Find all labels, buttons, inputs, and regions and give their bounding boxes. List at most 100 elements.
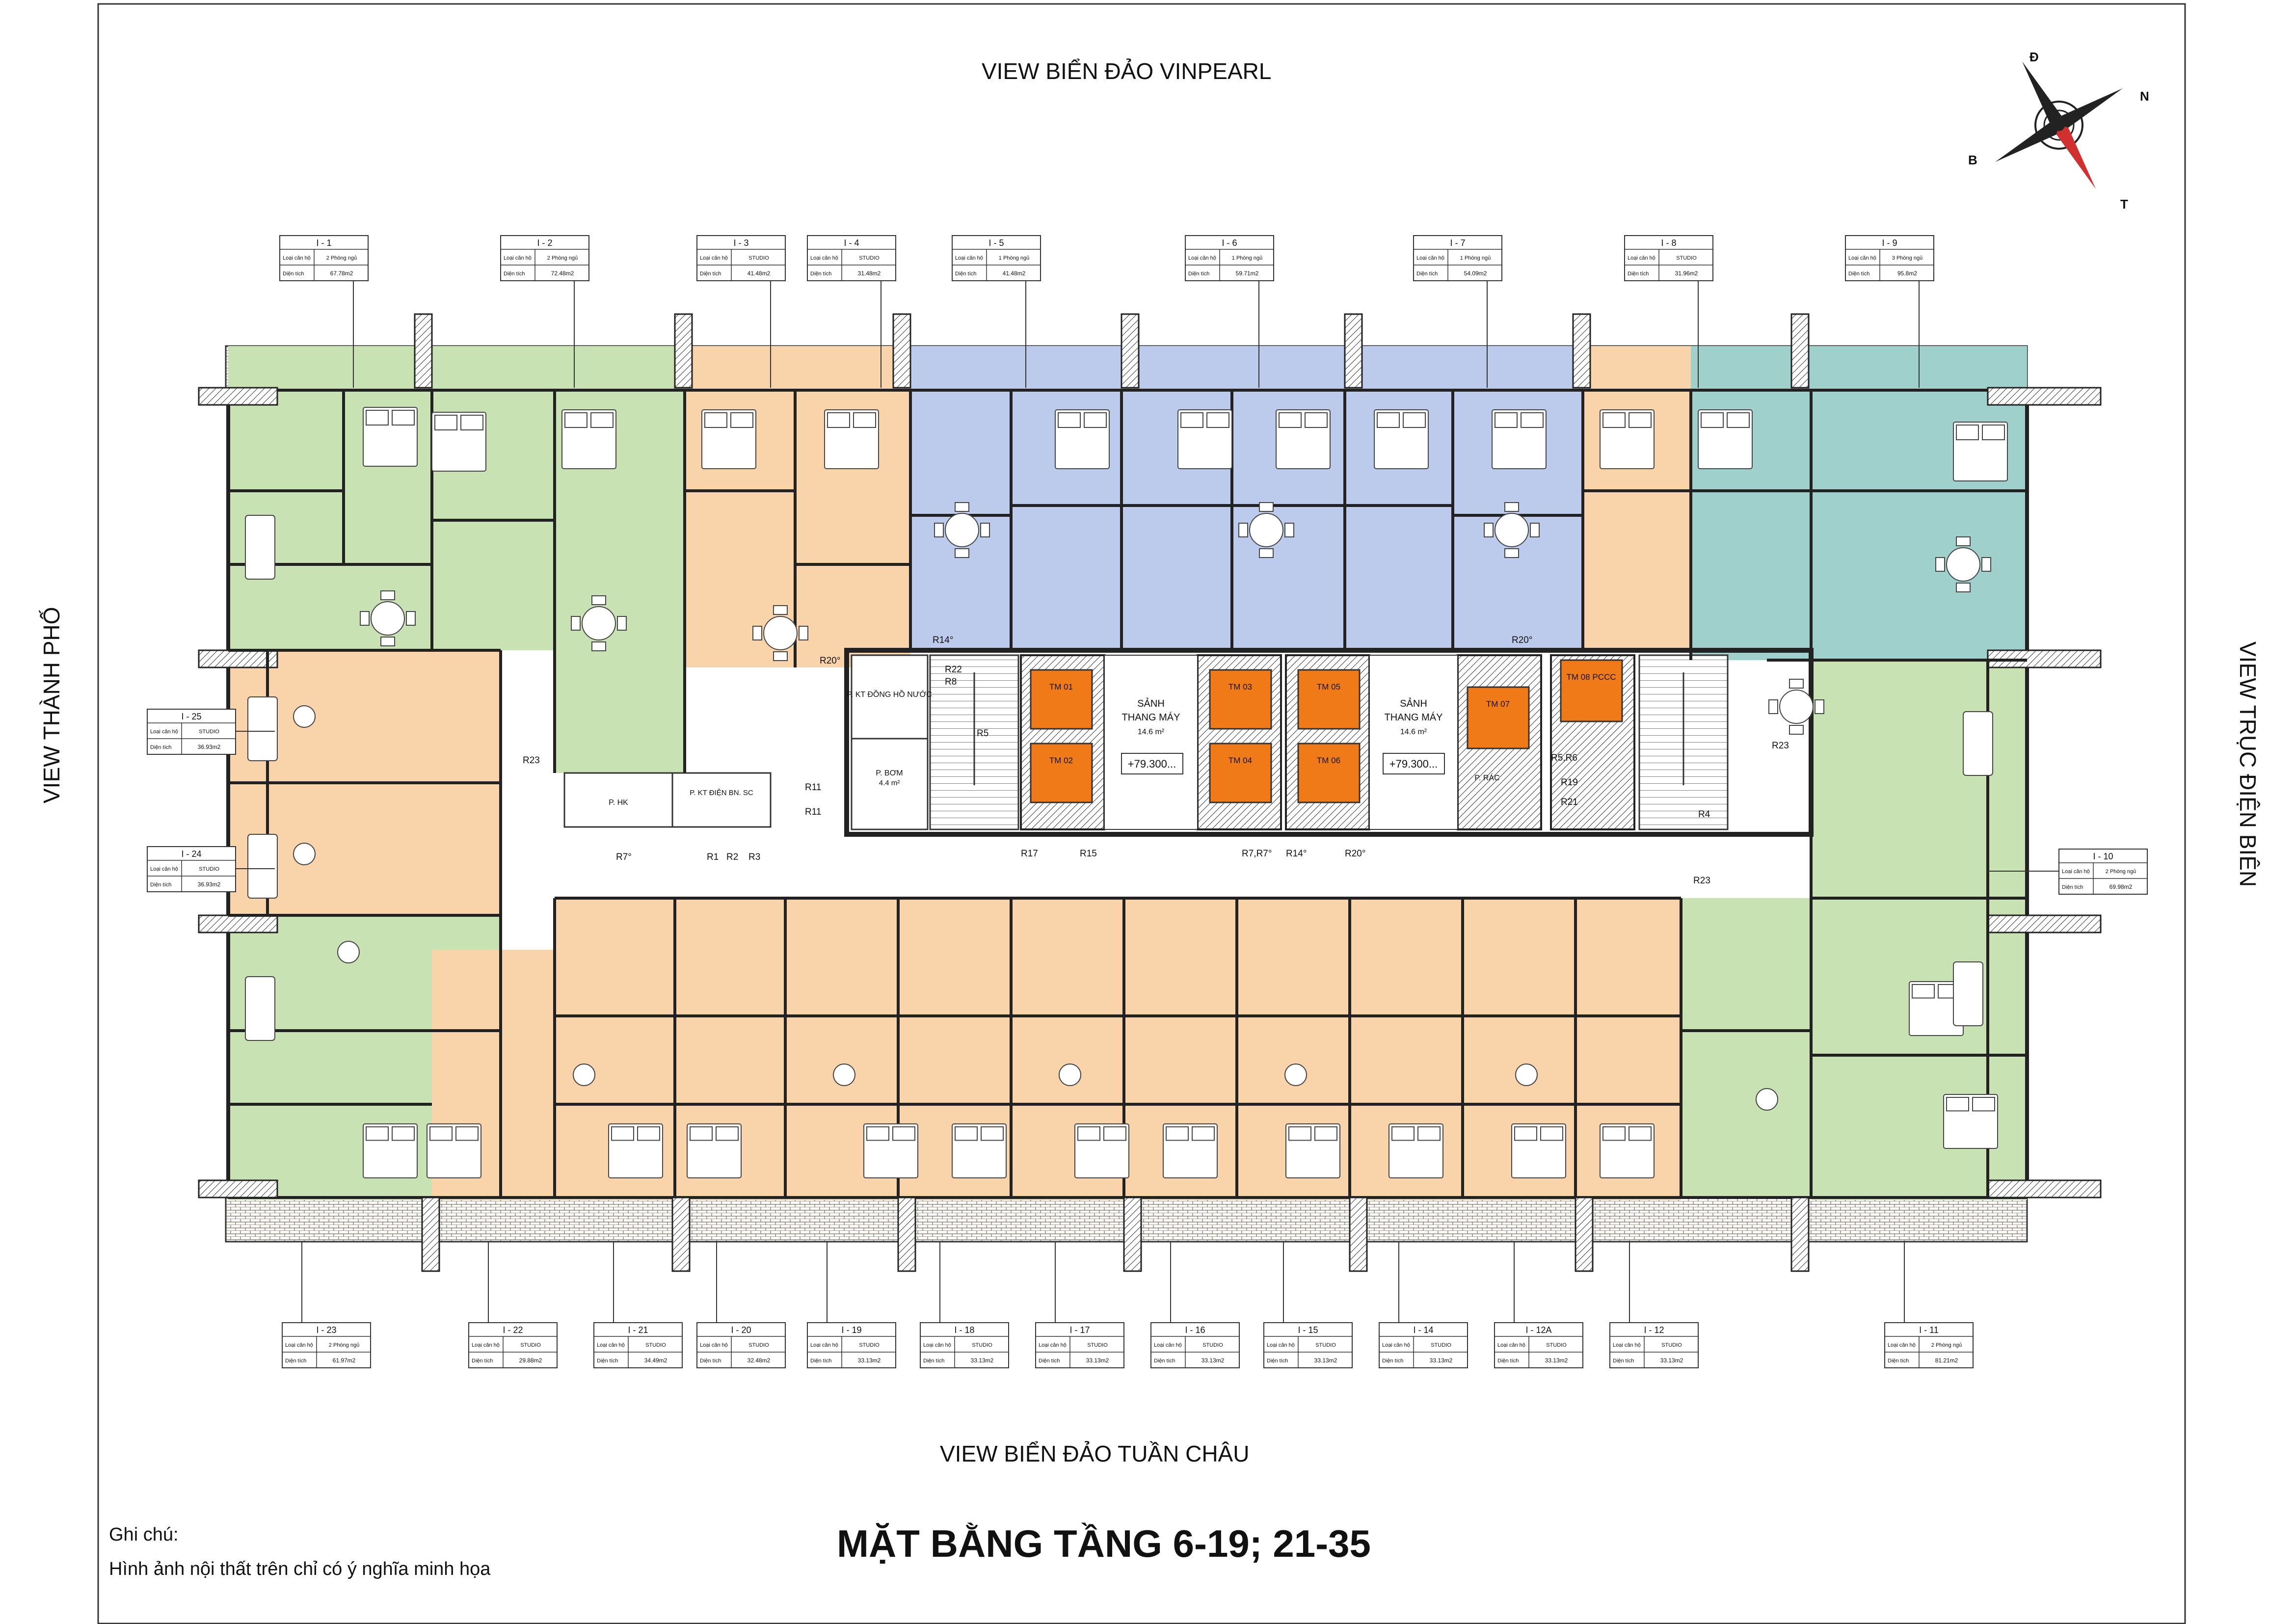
info-box-area-label: Diện tích: [285, 1358, 306, 1364]
info-box-type: 2 Phòng ngủ: [547, 255, 578, 261]
info-box-area: 61.97m2: [333, 1357, 356, 1364]
lobby-right-name1: SẢNH: [1400, 698, 1427, 709]
pktdien-label: P. KT ĐIỆN BN. SC: [690, 789, 753, 797]
compass-letter-2: N: [2140, 89, 2149, 104]
info-box-code: I - 23: [316, 1325, 336, 1335]
elevator-tm06: [1297, 743, 1361, 803]
info-box-area-label: Diện tích: [1188, 271, 1209, 277]
info-box-area: 95.8m2: [1897, 270, 1917, 277]
info-box-type: STUDIO: [645, 1342, 666, 1348]
tm07-label: TM 07: [1486, 699, 1510, 709]
info-box-type-label: Loại căn hộ: [2062, 869, 2090, 875]
lobby-left-area: 14.6 m²: [1138, 728, 1165, 736]
info-box-type-label: Loại căn hộ: [810, 255, 838, 261]
riser-tag: R5: [977, 728, 988, 739]
info-box-area: 33.13m2: [1545, 1357, 1568, 1364]
view-top-label: VIEW BIỂN ĐẢO VINPEARL: [982, 58, 1272, 84]
info-box-type-label: Loại căn hộ: [700, 255, 728, 261]
info-box-type-label: Loại căn hộ: [150, 729, 178, 735]
core: [563, 648, 1814, 837]
lobby-left-name1: SẢNH: [1137, 698, 1165, 709]
info-box-area-label: Diện tích: [504, 271, 525, 277]
zone-i11: [1679, 898, 2027, 1198]
info-box-area-label: Diện tích: [955, 271, 976, 277]
riser-tag: R14°: [933, 635, 953, 645]
info-box-type: STUDIO: [199, 729, 219, 735]
riser-tag: R17: [1021, 849, 1038, 859]
info-box-area-label: Diện tích: [923, 1358, 944, 1364]
info-box-code: I - 4: [844, 238, 859, 248]
info-box-type-label: Loại căn hộ: [1267, 1342, 1295, 1348]
riser-tag: R22: [945, 665, 962, 675]
info-box-area-label: Diện tích: [1848, 271, 1869, 277]
info-box-code: I - 10: [2093, 852, 2113, 861]
lobby-right: [1369, 655, 1458, 830]
info-box-type: 1 Phòng ngủ: [1232, 255, 1262, 261]
info-box-code: I - 7: [1450, 238, 1465, 248]
info-box-area: 72.48m2: [551, 270, 574, 277]
tm01-label: TM 01: [1049, 682, 1073, 692]
view-left-label: VIEW THÀNH PHỐ: [39, 607, 64, 803]
info-box-type: STUDIO: [972, 1342, 992, 1348]
riser-tag: R8: [945, 677, 957, 687]
info-box-code: I - 12A: [1525, 1325, 1551, 1335]
info-box-type: STUDIO: [859, 255, 880, 261]
pbom-area: 4.4 m²: [879, 779, 900, 787]
info-box-code: I - 3: [733, 238, 748, 248]
info-box-area-label: Diện tích: [1888, 1358, 1909, 1364]
info-box-code: I - 20: [731, 1325, 751, 1335]
info-box-code: I - 9: [1882, 238, 1897, 248]
info-box-type-label: Loại căn hộ: [1039, 1342, 1067, 1348]
riser-tag: R23: [523, 755, 540, 766]
prac-label: P. RÁC: [1474, 773, 1499, 782]
info-box-type-label: Loại căn hộ: [472, 1342, 500, 1348]
info-box-type: 2 Phòng ngủ: [1931, 1342, 1962, 1348]
sheet-border: [97, 3, 2186, 1624]
info-box-code: I - 16: [1185, 1325, 1205, 1335]
core-labels: TM 01 TM 02 TM 03 TM 04 TM 05 TM 06 TM 0…: [609, 672, 1616, 807]
info-box-type: STUDIO: [520, 1342, 541, 1348]
info-box-area-label: Diện tích: [283, 271, 304, 277]
info-box-code: I - 19: [841, 1325, 861, 1335]
info-box-area: 33.13m2: [858, 1357, 881, 1364]
info-box-area: 29.88m2: [519, 1357, 542, 1364]
info-box-area: 54.09m2: [1464, 270, 1487, 277]
info-box-type-label: Loại căn hộ: [810, 1342, 838, 1348]
zone-i9: [1691, 346, 2027, 660]
info-box-code: I - 21: [628, 1325, 648, 1335]
tm06-label: TM 06: [1317, 756, 1340, 765]
info-box-type: STUDIO: [748, 255, 769, 261]
info-box-type-label: Loại căn hộ: [1416, 255, 1444, 261]
info-box-code: I - 15: [1298, 1325, 1318, 1335]
info-box-area-label: Diện tích: [1039, 1358, 1060, 1364]
phk-room: [563, 772, 772, 828]
info-box-area: 32.48m2: [748, 1357, 771, 1364]
info-box-area: 33.13m2: [971, 1357, 994, 1364]
info-box-type-label: Loại căn hộ: [1382, 1342, 1410, 1348]
info-box-type-label: Loại căn hộ: [1613, 1342, 1641, 1348]
info-box-code: I - 1: [316, 238, 331, 248]
tm05-label: TM 05: [1317, 682, 1340, 692]
info-box-area-label: Diện tích: [1613, 1358, 1634, 1364]
view-bottom-label: VIEW BIỂN ĐẢO TUẦN CHÂU: [940, 1441, 1250, 1466]
info-box-area: 34.49m2: [644, 1357, 667, 1364]
riser-tag: R2: [726, 852, 738, 862]
info-box-type-label: Loại căn hộ: [955, 255, 983, 261]
info-box-type-label: Loại căn hộ: [285, 1342, 313, 1348]
info-box-code: I - 8: [1661, 238, 1676, 248]
info-box-type-label: Loại căn hộ: [283, 255, 311, 261]
info-box-type-label: Loại căn hộ: [1497, 1342, 1525, 1348]
info-box-type: 2 Phòng ngủ: [2106, 869, 2136, 875]
info-box-type-label: Loại căn hộ: [504, 255, 532, 261]
lobby-left: [1104, 655, 1198, 830]
